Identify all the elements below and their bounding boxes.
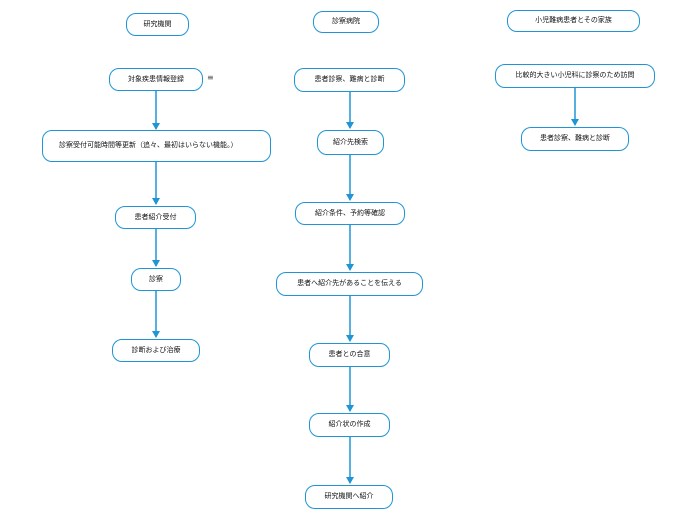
node-diagnosis-treatment[interactable]: 診断および治療 (112, 339, 200, 362)
node-referral-conditions[interactable]: 紹介条件、予約等確認 (295, 202, 405, 225)
node-family-visit[interactable]: 比較的大きい小児科に診察のため訪問 (495, 64, 655, 88)
node-refer-to-research[interactable]: 研究機関へ紹介 (305, 485, 393, 509)
node-inform-patient[interactable]: 患者へ紹介先があることを伝える (276, 272, 423, 296)
node-disease-registration[interactable]: 対象疾患情報登録 (109, 68, 203, 91)
header-hospital[interactable]: 診察病院 (313, 11, 379, 33)
node-referral-reception[interactable]: 患者紹介受付 (115, 206, 196, 229)
node-schedule-update[interactable]: 診察受付可能時間等更新（追々、最初はいらない機能。） (42, 130, 271, 162)
header-research[interactable]: 研究機関 (126, 13, 189, 36)
node-referral-search[interactable]: 紹介先検索 (317, 130, 384, 155)
node-family-diagnosis[interactable]: 患者診察、難病と診断 (521, 127, 629, 151)
node-examination[interactable]: 診察 (131, 268, 181, 291)
header-family[interactable]: 小児難病患者とその家族 (507, 10, 640, 32)
node-referral-letter[interactable]: 紹介状の作成 (309, 413, 390, 437)
menu-icon[interactable]: ≡ (207, 73, 214, 82)
node-hospital-diagnosis[interactable]: 患者診察、難病と診断 (294, 68, 405, 92)
node-patient-agreement[interactable]: 患者との合意 (309, 343, 390, 367)
